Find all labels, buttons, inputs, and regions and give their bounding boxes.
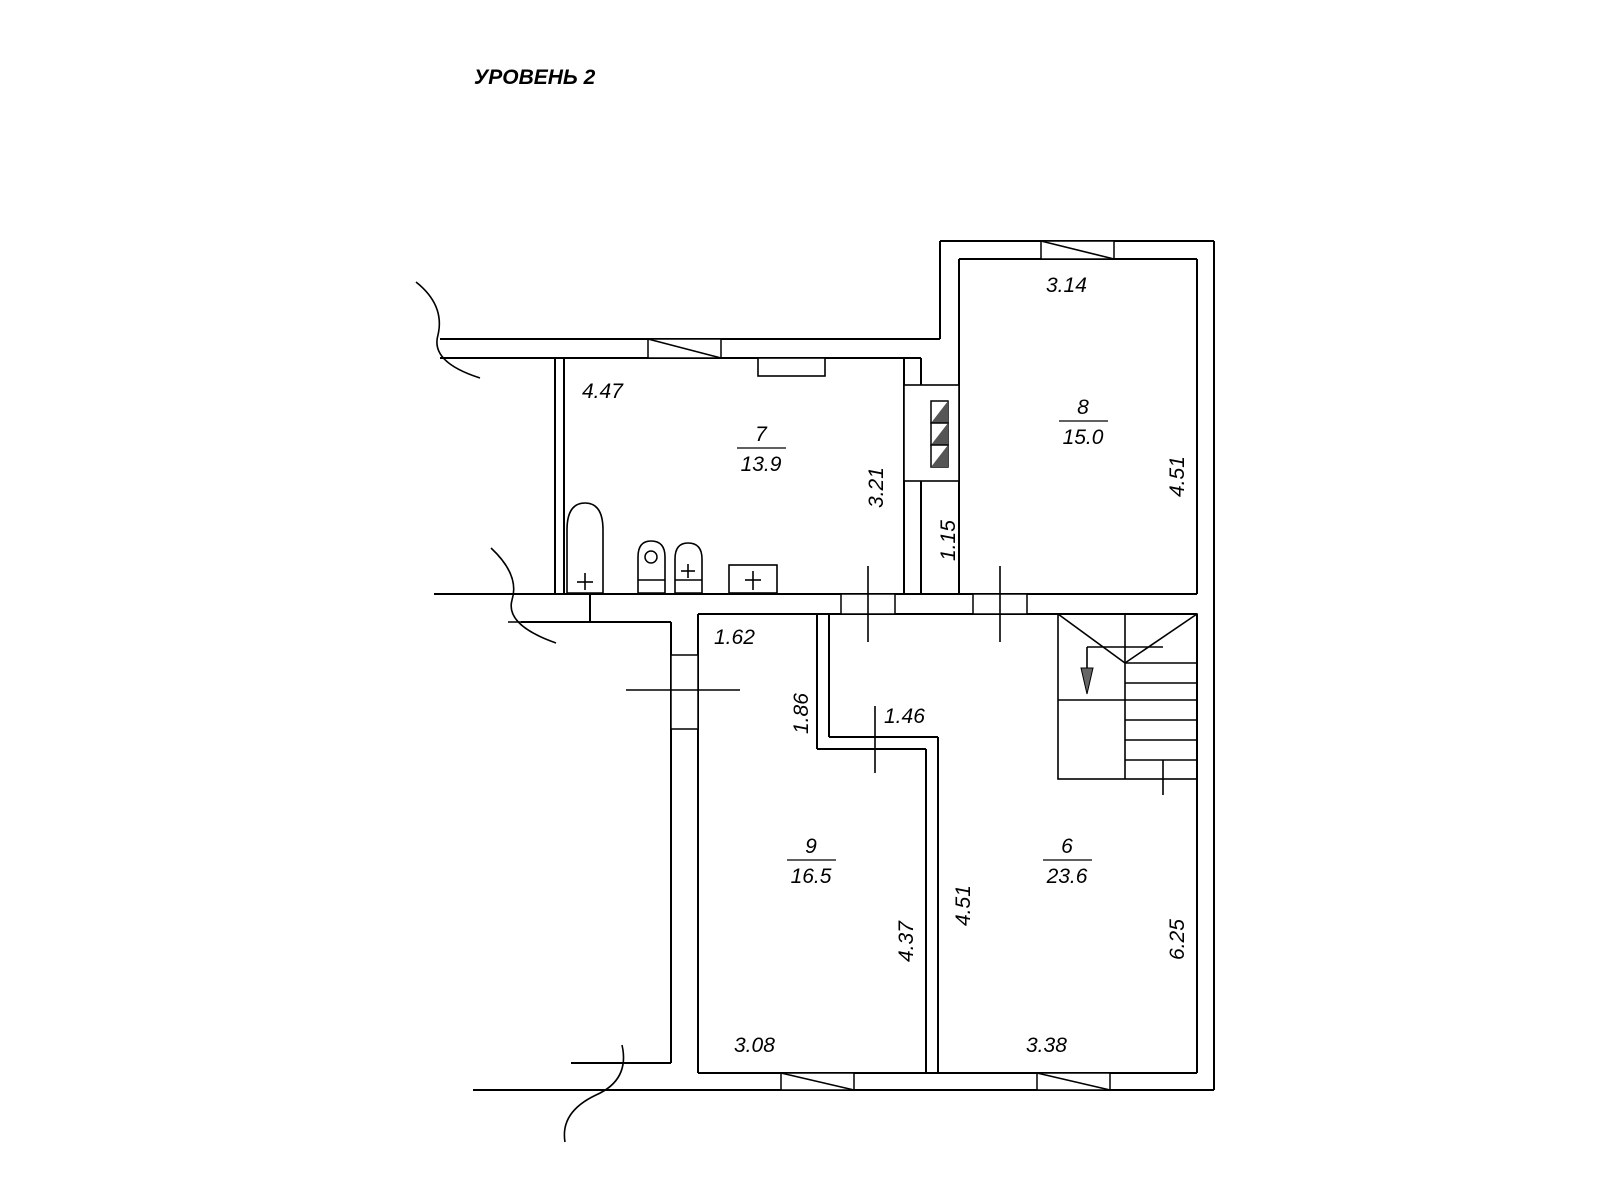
window-room6 [1036, 1072, 1111, 1091]
dim-room6-left-height: 4.51 [952, 885, 975, 926]
dim-room9-height: 4.37 [895, 920, 918, 962]
room-6-label: 6 23.6 [1043, 835, 1092, 888]
dim-corridor-depth: 1.86 [790, 693, 813, 734]
dim-room7-width: 4.47 [582, 380, 624, 403]
dim-room7-height: 3.21 [865, 467, 888, 508]
dim-step-width: 1.46 [884, 705, 925, 728]
room-number: 8 [1077, 396, 1089, 419]
room-number: 9 [805, 835, 817, 858]
toilet [637, 540, 666, 594]
bidet [674, 542, 703, 594]
plan-title: УРОВЕНЬ 2 [474, 66, 596, 89]
room-area: 13.9 [741, 453, 782, 476]
room-9-label: 9 16.5 [787, 835, 836, 888]
dim-room8-width: 3.14 [1046, 274, 1087, 297]
bathtub [566, 502, 604, 594]
dim-room8-height: 4.51 [1166, 456, 1189, 497]
dim-room6-width: 3.38 [1026, 1034, 1067, 1057]
dim-corridor-width: 1.62 [714, 626, 755, 649]
room-number: 6 [1061, 835, 1073, 858]
windows [647, 240, 1115, 1091]
dimensions: 4.47 3.14 1.62 1.46 3.08 3.38 3.21 4.51 … [582, 274, 1189, 1057]
doors [508, 566, 1028, 773]
break-lines [415, 281, 625, 1143]
radiator [757, 357, 826, 377]
room-number: 7 [755, 423, 768, 446]
room-area: 16.5 [791, 865, 832, 888]
staircase [1057, 613, 1198, 795]
window-room9 [780, 1072, 855, 1091]
dim-passage-height: 1.15 [937, 520, 960, 561]
window-room8 [1040, 240, 1115, 260]
dim-room9-width: 3.08 [734, 1034, 775, 1057]
window-room7 [647, 338, 722, 359]
room-area: 15.0 [1063, 426, 1104, 449]
room-area: 23.6 [1046, 865, 1088, 888]
room-8-label: 8 15.0 [1059, 396, 1108, 449]
room-7-label: 7 13.9 [737, 423, 786, 476]
bathroom-fixtures [566, 502, 778, 594]
ventilation-shafts [903, 384, 960, 482]
sink [728, 564, 778, 594]
dim-room6-height: 6.25 [1166, 919, 1189, 960]
